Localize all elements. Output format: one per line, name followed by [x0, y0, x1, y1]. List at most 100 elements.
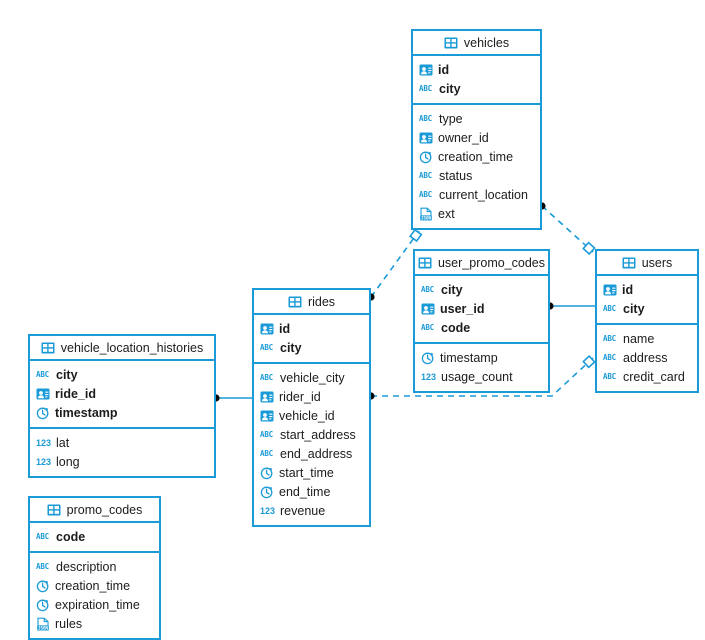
id-card-icon: [419, 63, 433, 77]
abc-icon: ABC: [419, 170, 432, 180]
json-doc-icon: JSON: [36, 617, 50, 631]
column-row[interactable]: expiration_time: [30, 595, 159, 614]
table-name: promo_codes: [66, 502, 143, 517]
column-name: creation_time: [55, 578, 131, 593]
column-name: address: [623, 350, 668, 365]
column-name: city: [439, 81, 461, 96]
table-header[interactable]: rides: [254, 290, 369, 315]
table-header[interactable]: promo_codes: [30, 498, 159, 523]
column-row[interactable]: timestamp: [415, 348, 548, 367]
column-row[interactable]: creation_time: [30, 576, 159, 595]
column-row[interactable]: owner_id: [413, 128, 540, 147]
table-grid-icon: [622, 256, 636, 270]
column-name: type: [439, 111, 463, 126]
column-name: start_address: [280, 427, 356, 442]
123-icon: 123: [260, 505, 276, 516]
table-header[interactable]: users: [597, 251, 697, 276]
svg-text:JSON: JSON: [421, 215, 432, 220]
column-name: current_location: [439, 187, 528, 202]
table-grid-icon: [41, 341, 55, 355]
id-card-icon: [260, 322, 274, 336]
abc-icon: ABC: [260, 448, 273, 458]
clock-icon: [36, 579, 50, 593]
123-icon: 123: [36, 437, 52, 448]
column-name: timestamp: [55, 405, 118, 420]
table-grid-icon: [47, 503, 61, 517]
id-card-icon: [421, 302, 435, 316]
column-name: id: [279, 321, 291, 336]
column-name: code: [441, 320, 471, 335]
abc-icon: ABC: [36, 561, 49, 571]
column-name: start_time: [279, 465, 334, 480]
column-row[interactable]: creation_time: [413, 147, 540, 166]
column-row[interactable]: ABC code: [415, 318, 548, 337]
abc-icon: ABC: [421, 284, 434, 294]
id-card-icon: [419, 131, 433, 145]
table-header[interactable]: vehicle_location_histories: [30, 336, 214, 361]
table-grid-icon: [288, 295, 302, 309]
column-name: expiration_time: [55, 597, 140, 612]
column-row[interactable]: JSON ext: [413, 204, 540, 223]
abc-icon: ABC: [421, 322, 434, 332]
column-row[interactable]: id: [597, 280, 697, 299]
column-row[interactable]: start_time: [254, 463, 369, 482]
column-row[interactable]: id: [413, 60, 540, 79]
table-header[interactable]: user_promo_codes: [415, 251, 548, 276]
column-row[interactable]: ride_id: [30, 384, 214, 403]
column-name: city: [280, 340, 302, 355]
abc-icon: ABC: [603, 371, 616, 381]
column-row[interactable]: id: [254, 319, 369, 338]
column-name: name: [623, 331, 655, 346]
column-name: owner_id: [438, 130, 489, 145]
relationship-vehicle_location_histories-to-rides[interactable]: [212, 394, 252, 402]
column-row[interactable]: timestamp: [30, 403, 214, 422]
table-header[interactable]: vehicles: [413, 31, 540, 56]
column-name: ext: [438, 206, 455, 221]
column-row[interactable]: vehicle_id: [254, 406, 369, 425]
column-row[interactable]: user_id: [415, 299, 548, 318]
column-row[interactable]: ABC city: [413, 79, 540, 98]
column-name: end_address: [280, 446, 353, 461]
column-row[interactable]: rider_id: [254, 387, 369, 406]
relationship-user_promo_codes-to-users[interactable]: [546, 302, 595, 310]
relationship-vehicles-to-users[interactable]: [538, 202, 596, 256]
column-row[interactable]: ABC end_address: [254, 444, 369, 463]
abc-icon: ABC: [419, 83, 432, 93]
123-icon: 123: [36, 456, 52, 467]
column-row[interactable]: end_time: [254, 482, 369, 501]
column-name: ride_id: [55, 386, 96, 401]
svg-text:JSON: JSON: [38, 625, 49, 630]
clock-icon: [421, 351, 435, 365]
